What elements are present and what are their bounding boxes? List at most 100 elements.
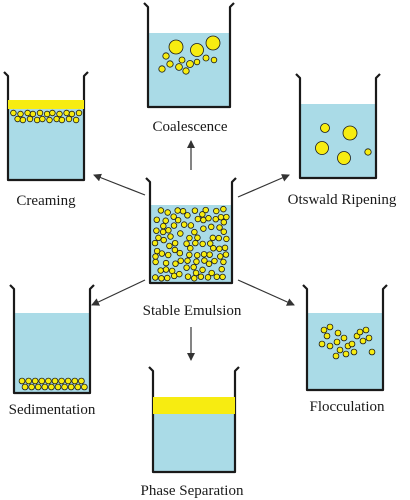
arrows	[91, 140, 295, 361]
droplet	[56, 110, 63, 118]
droplet	[191, 275, 198, 282]
droplet	[31, 377, 39, 385]
droplet	[194, 252, 201, 259]
droplet	[160, 222, 167, 230]
beaker-outline	[295, 73, 381, 180]
droplet	[177, 230, 184, 237]
droplet	[205, 215, 212, 222]
oil-layer	[153, 397, 235, 414]
droplet	[167, 233, 174, 240]
droplet	[205, 35, 221, 51]
droplet	[193, 58, 201, 66]
droplet	[17, 110, 24, 118]
beaker-outline	[302, 284, 388, 392]
droplet	[197, 273, 205, 280]
droplet	[180, 221, 188, 228]
droplet	[194, 215, 202, 223]
droplet	[359, 337, 367, 345]
droplet	[174, 216, 182, 224]
cream-layer	[8, 100, 84, 109]
droplet	[193, 258, 200, 265]
droplet	[190, 263, 197, 271]
droplet	[158, 250, 166, 257]
droplet	[208, 223, 215, 231]
droplet	[223, 235, 230, 243]
droplet	[63, 109, 70, 117]
droplet	[199, 240, 206, 248]
droplet	[164, 274, 171, 282]
droplet	[187, 245, 194, 252]
droplet	[151, 239, 159, 247]
droplet	[41, 383, 49, 391]
beaker-outline	[143, 2, 235, 109]
droplet	[14, 115, 21, 123]
droplet	[24, 109, 31, 117]
droplet	[168, 39, 184, 55]
droplet	[158, 65, 166, 73]
droplet	[157, 207, 165, 214]
droplet	[54, 383, 62, 391]
droplet	[342, 125, 358, 141]
droplet	[199, 266, 206, 274]
droplet	[176, 249, 184, 257]
droplet	[220, 258, 227, 266]
droplet	[29, 110, 37, 118]
droplet	[34, 383, 42, 391]
droplet	[212, 215, 219, 223]
droplet	[213, 273, 221, 280]
droplet	[215, 234, 222, 242]
coalescence-beaker	[143, 2, 235, 109]
label-ostwald-ripening: Otswald Ripening	[288, 192, 397, 208]
droplet	[65, 115, 73, 123]
droplet	[326, 342, 334, 350]
label-flocculation: Flocculation	[310, 399, 385, 415]
droplet	[74, 383, 82, 391]
droplet	[72, 116, 80, 124]
droplet	[175, 63, 183, 71]
droplet	[78, 377, 85, 385]
droplet	[190, 43, 204, 57]
droplet	[220, 205, 227, 213]
droplet	[162, 259, 170, 267]
droplet	[216, 224, 223, 231]
liquid	[300, 104, 376, 178]
droplet	[222, 251, 230, 258]
droplet	[38, 377, 46, 385]
droplet	[49, 109, 56, 117]
droplet	[187, 222, 195, 229]
droplet	[368, 348, 376, 356]
droplet	[210, 56, 218, 64]
droplet	[160, 236, 167, 244]
droplet	[223, 213, 230, 221]
droplet	[186, 251, 193, 259]
arrow-to-creaming	[93, 173, 146, 196]
droplet	[209, 234, 216, 242]
droplet	[172, 260, 179, 267]
droplet	[184, 257, 191, 264]
arrow-to-ostwald	[237, 174, 290, 198]
droplet	[219, 273, 226, 281]
label-creaming: Creaming	[16, 193, 76, 209]
droplet	[158, 275, 165, 282]
droplet	[18, 377, 26, 385]
droplet	[365, 334, 373, 342]
droplet	[200, 251, 208, 258]
ostwald-ripening-beaker	[295, 73, 381, 180]
droplet	[152, 253, 159, 260]
droplet	[340, 334, 348, 342]
droplet	[350, 348, 358, 356]
droplet	[153, 227, 160, 234]
droplet	[157, 267, 164, 274]
droplet	[81, 383, 88, 391]
flocculation-beaker	[302, 284, 388, 392]
droplet	[58, 377, 65, 385]
droplet	[165, 251, 172, 259]
droplet	[186, 60, 194, 68]
droplet	[194, 234, 201, 241]
droplet	[162, 266, 170, 273]
droplet	[152, 274, 159, 281]
droplet	[201, 257, 208, 264]
droplet	[218, 266, 225, 273]
beaker-outline	[9, 284, 95, 395]
